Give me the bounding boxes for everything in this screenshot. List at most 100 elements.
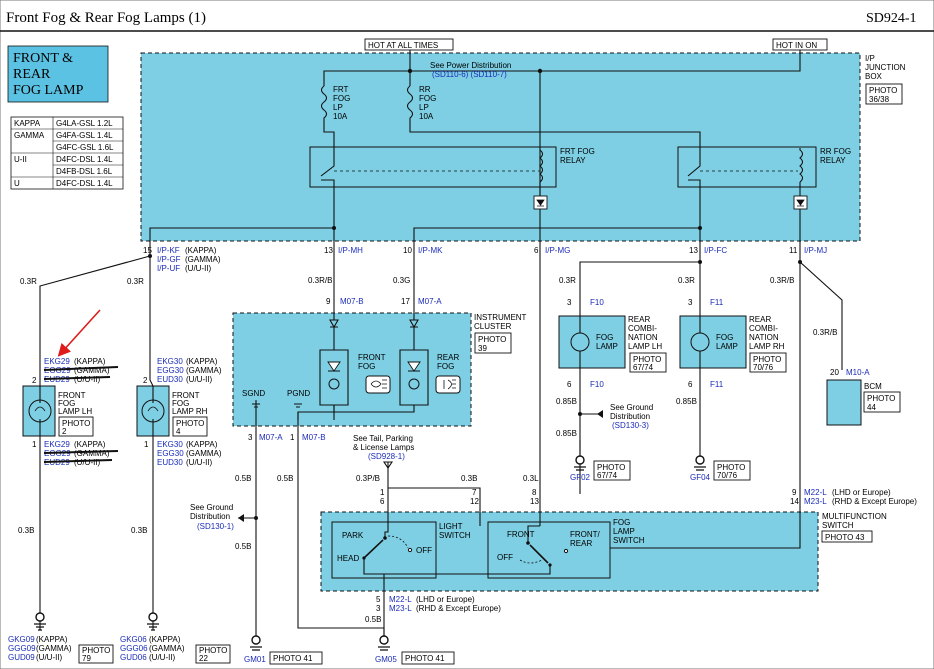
cluster-pin-17: 17	[401, 297, 410, 306]
mfs-pin-8: 8	[532, 488, 537, 497]
hot-at-all-times-box	[364, 38, 454, 51]
wire-05b-a: 0.5B	[235, 474, 251, 483]
wire-03rb-a: 0.3R/B	[308, 276, 332, 285]
wire-03rb-c: 0.3R/B	[813, 328, 837, 337]
gnd-left-3-var: (U/U-II)	[36, 653, 63, 662]
fog-switch-front-rear-2: REAR	[570, 539, 592, 548]
wire-03b-b: 0.3B	[131, 526, 147, 535]
wire-03g: 0.3G	[393, 276, 410, 285]
cluster-pgnd: PGND	[287, 389, 310, 398]
instrument-cluster	[232, 312, 472, 427]
fog-switch-3: SWITCH	[613, 536, 645, 545]
gnd-left-3-code: GUD09	[8, 653, 35, 662]
jb-pin-15-conn: I/P-KF	[157, 246, 180, 255]
rr-relay-2: RELAY	[820, 156, 846, 165]
gnd-mid-photo: PHOTO	[199, 646, 227, 655]
title-line1: FRONT &	[13, 51, 73, 66]
gm01-name: GM01	[244, 655, 266, 664]
cluster-photo-box	[474, 332, 512, 354]
mfs-pin-6: 6	[380, 497, 385, 506]
see-power-ref: (SD110-6) (SD110-7)	[432, 70, 507, 79]
mfs-pin-3: 3	[376, 604, 381, 613]
gm05-photo: PHOTO 41	[405, 654, 445, 663]
jb-pin-11-num: 11	[789, 246, 798, 255]
gf04-ground-icon	[694, 455, 706, 471]
front-rh-photo: PHOTO	[176, 419, 204, 428]
title-line3: FOG LAMP	[13, 83, 84, 98]
rear-lh-name-4: LAMP LH	[628, 342, 662, 351]
bcm-photo-box	[863, 391, 901, 413]
front-lh-conn-top-2: EGG29	[44, 366, 71, 375]
bcm-box	[826, 379, 862, 426]
front-rh-var-bot-1: (KAPPA)	[186, 440, 218, 449]
front-rh-var-top-1: (KAPPA)	[186, 357, 218, 366]
wire-05b-c: 0.5B	[235, 542, 251, 551]
front-lh-name-3: LAMP LH	[58, 407, 92, 416]
gnd-mid-2-code: GGG06	[120, 644, 148, 653]
front-rh-var-bot-2: (GAMMA)	[186, 449, 222, 458]
frt-fuse-3: LP	[333, 103, 343, 112]
rear-lh-photo-num: 67/74	[633, 363, 654, 372]
gf04-name: GF04	[690, 473, 711, 482]
gnd-left-2-var: (GAMMA)	[36, 644, 72, 653]
rr-fuse-3: LP	[419, 103, 429, 112]
cluster-conn-1: M07-B	[302, 433, 326, 442]
rear-rh-pin-bot: 6	[688, 380, 693, 389]
front-rh-name-2: FOG	[172, 399, 189, 408]
jb-pin-10-conn: I/P-MK	[418, 246, 443, 255]
gnd-mid-1-code: GKG06	[120, 635, 147, 644]
gnd-left-photo-num: 79	[82, 654, 91, 663]
bcm-name: BCM	[864, 382, 882, 391]
front-fog-label-2: FOG	[358, 362, 375, 371]
bcm-photo: PHOTO	[867, 394, 895, 403]
frt-relay-1: FRT FOG	[560, 147, 595, 156]
front-lh-var-top-2: (GAMMA)	[74, 366, 110, 375]
cluster-conn-9: M07-B	[340, 297, 364, 306]
jb-pin-15-conn2: I/P-GF	[157, 255, 181, 264]
jb-photo-num: 36/38	[869, 95, 890, 104]
wire-05b-b: 0.5B	[277, 474, 293, 483]
rear-lh-lamp-1: FOG	[596, 333, 613, 342]
gf02-photo-box	[593, 460, 631, 481]
gf02-name: GF02	[570, 473, 591, 482]
front-rh-conn-bot-2: EGG30	[157, 449, 184, 458]
rear-rh-conn-bot: F11	[710, 380, 724, 389]
cluster-pin-3: 3	[248, 433, 253, 442]
jb-pin-13a-num: 13	[324, 246, 333, 255]
engine-row-5-code: D4FB-DSL 1.6L	[56, 167, 113, 176]
front-lh-strike-top	[43, 366, 119, 380]
mfs-photo: PHOTO 43	[825, 533, 865, 542]
front-lh-photo-num: 2	[62, 427, 67, 436]
mfs-pin-1: 1	[380, 488, 385, 497]
mfs-var-m23: (RHD & Except Europe)	[416, 604, 501, 613]
front-rh-conn-bot-1: EKG30	[157, 440, 183, 449]
rear-lh-name-2: COMBI-	[628, 324, 657, 333]
front-lh-photo-box	[58, 416, 94, 437]
gf02-photo-num: 67/74	[597, 471, 618, 480]
gnd-mid-1-var: (KAPPA)	[149, 635, 181, 644]
front-rh-pin-top: 2	[143, 376, 148, 385]
rear-lh-lamp-box	[558, 315, 626, 369]
front-fog-label-1: FRONT	[358, 353, 386, 362]
jb-photo-label: PHOTO	[869, 86, 897, 95]
rear-rh-name-3: NATION	[749, 333, 779, 342]
frt-fuse	[320, 85, 335, 148]
jb-pin-15-variant: (KAPPA)	[185, 246, 217, 255]
cluster-pin-1: 1	[290, 433, 295, 442]
front-lh-strike-bot	[43, 450, 119, 463]
rear-rh-name-1: REAR	[749, 315, 771, 324]
front-lh-var-bot-2: (GAMMA)	[74, 449, 110, 458]
gf04-photo-box	[713, 460, 751, 481]
front-rh-name-3: LAMP RH	[172, 407, 208, 416]
ground-left-icon	[34, 612, 46, 631]
fog-switch-box	[487, 521, 611, 579]
engine-row-6-code: D4FC-DSL 1.4L	[56, 179, 113, 188]
front-rh-photo-num: 4	[176, 427, 181, 436]
rear-rh-lamp-icon	[690, 332, 710, 352]
mfs-pin-7: 7	[472, 488, 477, 497]
rr-fuse	[406, 85, 701, 148]
engine-table: KAPPA G4LA-GSL 1.2L GAMMA G4FA-GSL 1.4L …	[10, 116, 124, 190]
rear-lh-photo: PHOTO	[633, 355, 661, 364]
mfs-pin-13: 13	[530, 497, 539, 506]
frt-fog-relay	[309, 146, 557, 188]
